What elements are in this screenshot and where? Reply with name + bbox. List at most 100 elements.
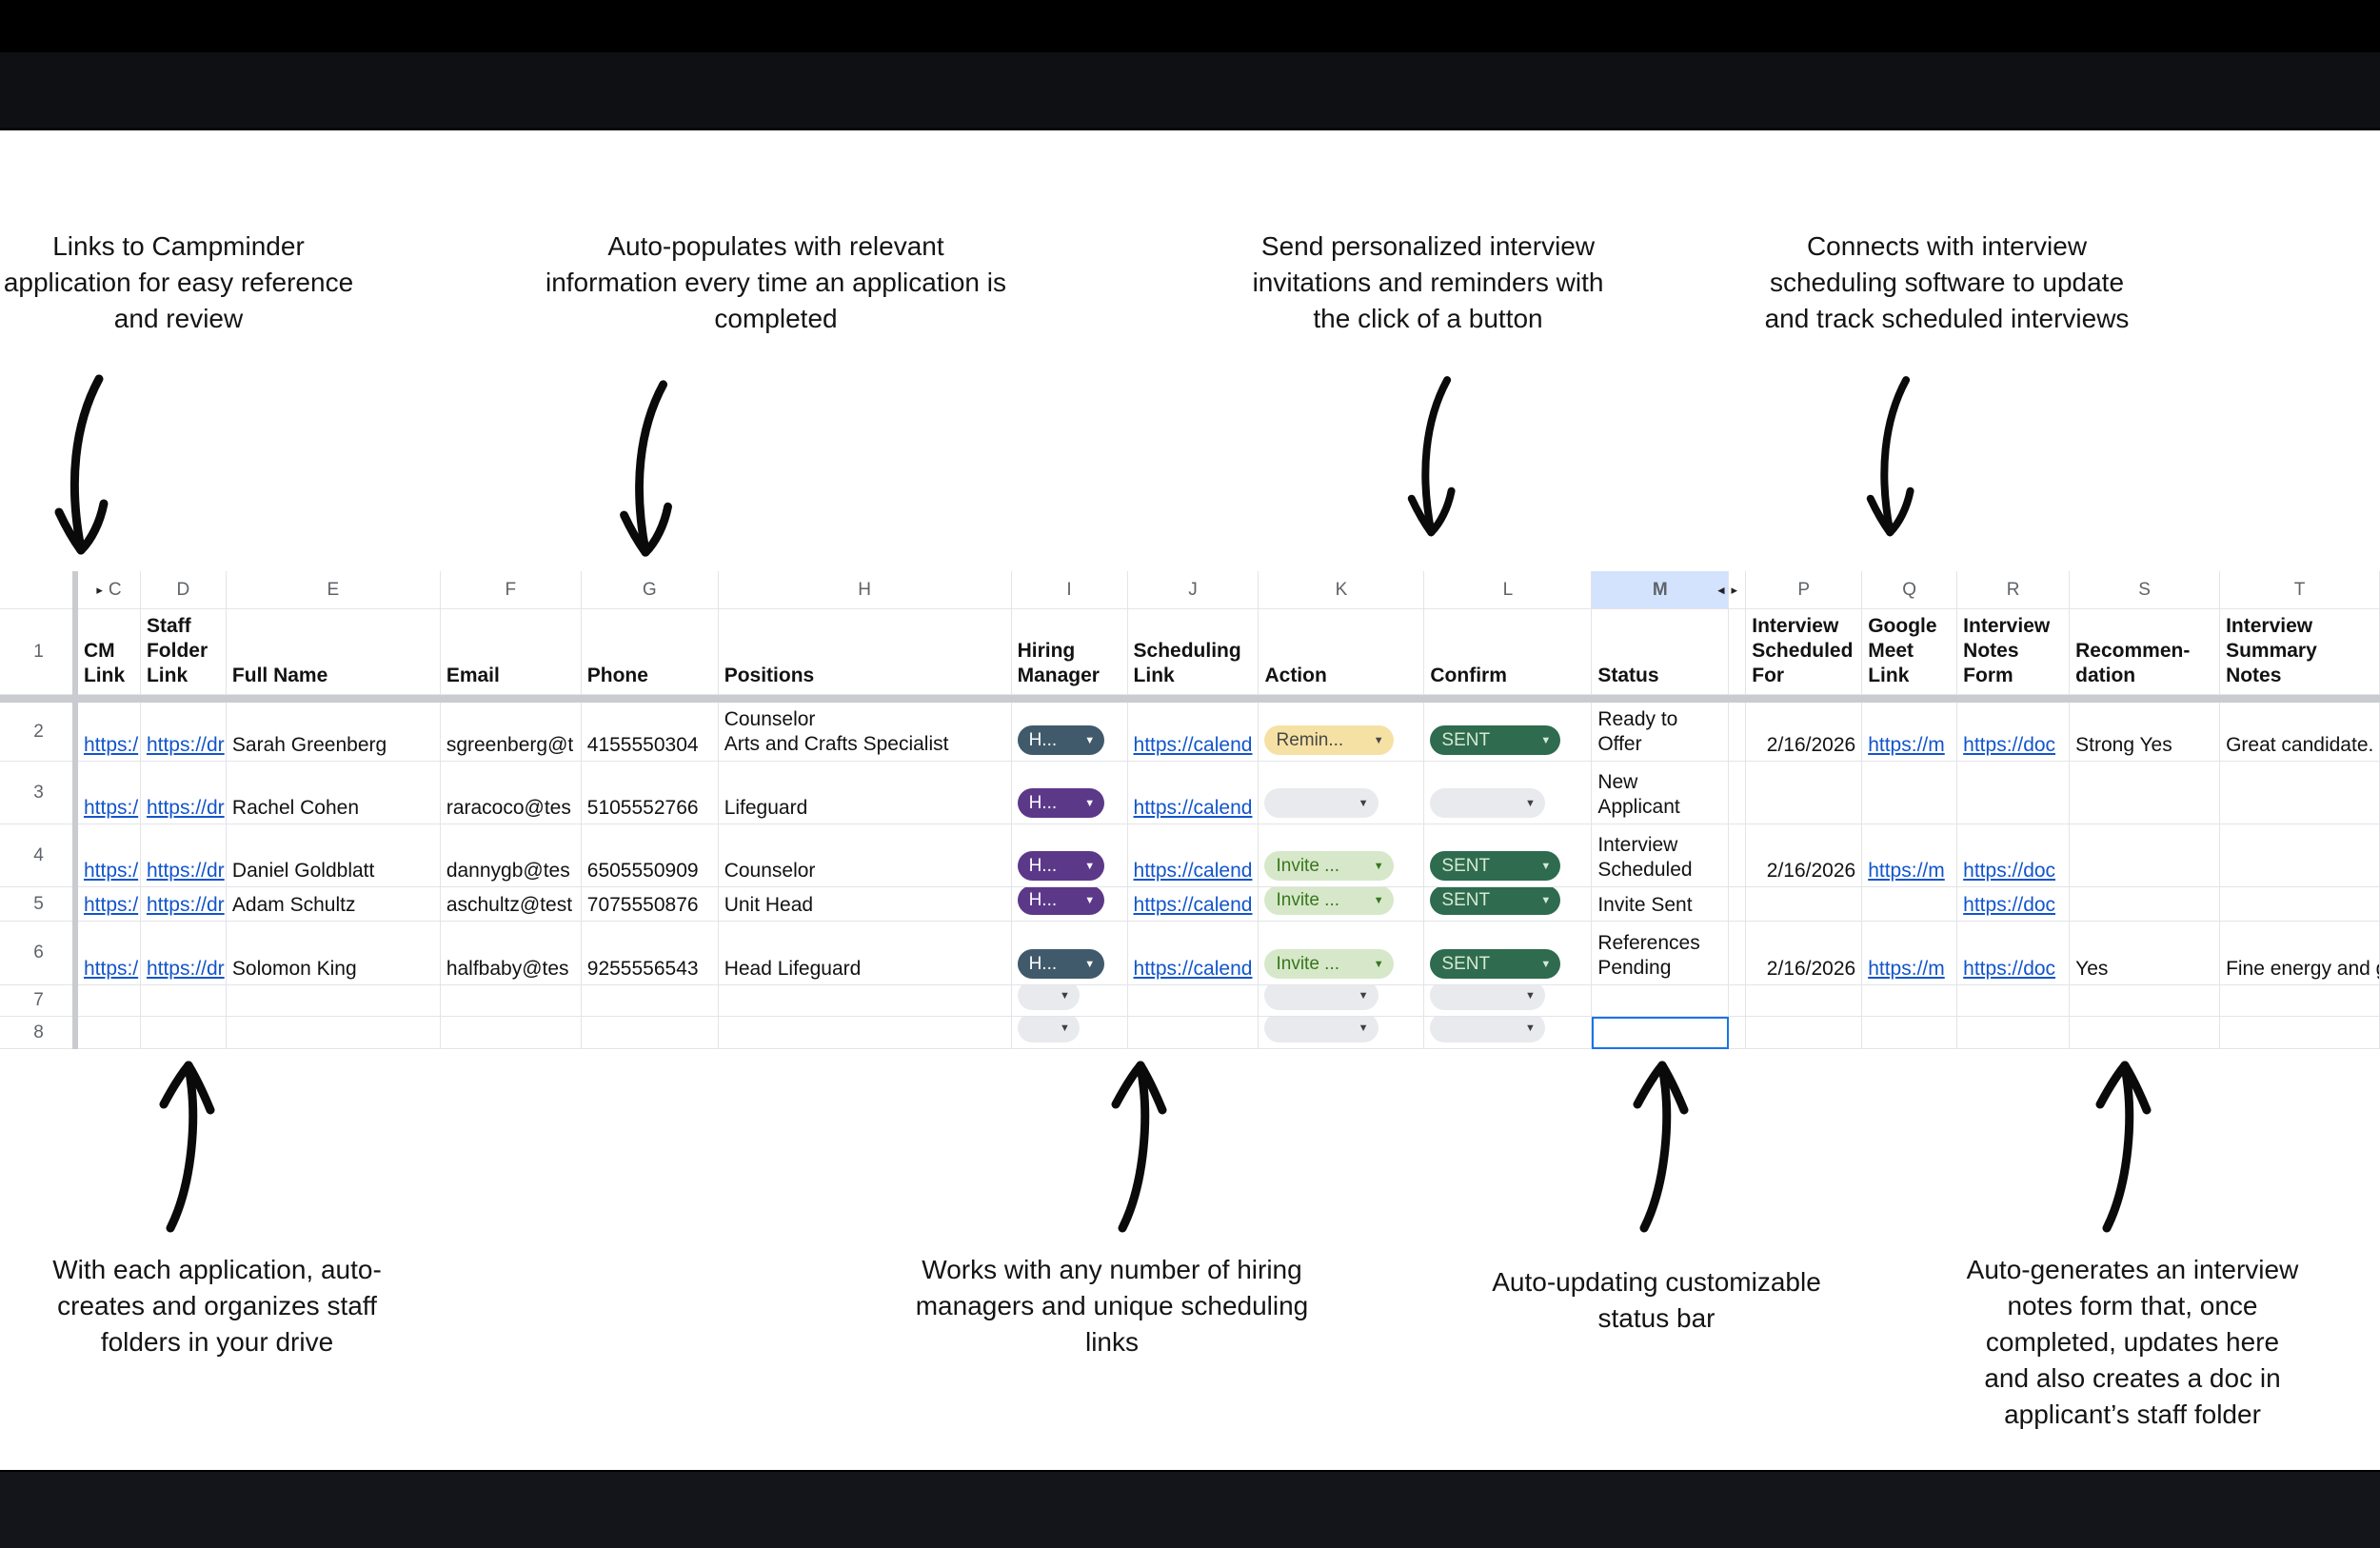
cell-M6[interactable]: References Pending (1592, 922, 1730, 985)
cell-link[interactable]: https://calend (1133, 894, 1253, 916)
empty-dropdown-chip[interactable]: ▼ (1430, 985, 1545, 1010)
cell-NO4[interactable] (1729, 824, 1747, 887)
cell-G6[interactable]: 9255556543 (581, 922, 719, 985)
cell-E7[interactable] (226, 985, 441, 1017)
cell-E6[interactable]: Solomon King (226, 922, 441, 985)
column-header-J[interactable]: J (1127, 571, 1259, 609)
cell-R4[interactable]: https://doc (1957, 824, 2071, 887)
cell-C4[interactable]: https:/ (77, 824, 141, 887)
column-header-G[interactable]: G (581, 571, 719, 609)
cell-H2[interactable]: Counselor Arts and Crafts Specialist (718, 703, 1012, 762)
column-header-K[interactable]: K (1259, 571, 1425, 609)
column-header-E[interactable]: E (226, 571, 441, 609)
cell-D2[interactable]: https://dr (140, 703, 227, 762)
empty-dropdown-chip[interactable]: ▼ (1430, 788, 1545, 818)
column-header-M[interactable]: M◂ (1592, 571, 1730, 609)
column-title-E[interactable]: Full Name (226, 609, 441, 695)
cell-C5[interactable]: https:/ (77, 887, 141, 922)
cell-S5[interactable] (2070, 887, 2221, 922)
cell-link[interactable]: https:/ (83, 734, 139, 756)
column-title-P[interactable]: Interview Scheduled For (1746, 609, 1863, 695)
cell-K3[interactable]: ▼ (1259, 762, 1425, 824)
column-header-S[interactable]: S (2070, 571, 2221, 609)
cell-D8[interactable] (140, 1017, 227, 1049)
cell-L7[interactable]: ▼ (1424, 985, 1593, 1017)
cell-L4[interactable]: SENT▼ (1424, 824, 1593, 887)
cell-NO8[interactable] (1729, 1017, 1747, 1049)
row-header-2[interactable]: 2 (0, 703, 78, 762)
cell-D3[interactable]: https://dr (140, 762, 227, 824)
cell-R7[interactable] (1957, 985, 2071, 1017)
cell-J8[interactable] (1127, 1017, 1259, 1049)
cell-C2[interactable]: https:/ (77, 703, 141, 762)
column-title-Q[interactable]: Google Meet Link (1862, 609, 1958, 695)
cell-D7[interactable] (140, 985, 227, 1017)
cell-link[interactable]: https:/ (83, 797, 139, 819)
cell-P5[interactable] (1746, 887, 1863, 922)
cell-H3[interactable]: Lifeguard (718, 762, 1012, 824)
cell-D5[interactable]: https://dr (140, 887, 227, 922)
column-header-I[interactable]: I (1011, 571, 1128, 609)
cell-link[interactable]: https://dr (146, 797, 225, 819)
column-title-C[interactable]: CM Link (77, 609, 141, 695)
column-header-R[interactable]: R (1957, 571, 2071, 609)
cell-K4[interactable]: Invite ...▼ (1259, 824, 1425, 887)
cell-R3[interactable] (1957, 762, 2071, 824)
cell-F5[interactable]: aschultz@test (440, 887, 582, 922)
cell-link[interactable]: https://doc (1963, 734, 2056, 756)
cell-S3[interactable] (2070, 762, 2221, 824)
hidden-columns-gap[interactable]: ▸ (1729, 571, 1747, 609)
cell-link[interactable]: https://dr (146, 894, 225, 916)
cell-C3[interactable]: https:/ (77, 762, 141, 824)
cell-S4[interactable] (2070, 824, 2221, 887)
cell-E5[interactable]: Adam Schultz (226, 887, 441, 922)
cell-M3[interactable]: New Applicant (1592, 762, 1730, 824)
cell-H5[interactable]: Unit Head (718, 887, 1012, 922)
cell-H4[interactable]: Counselor (718, 824, 1012, 887)
column-title-F[interactable]: Email (440, 609, 582, 695)
row-header-8[interactable]: 8 (0, 1017, 78, 1049)
cell-Q6[interactable]: https://m (1862, 922, 1958, 985)
cell-K5[interactable]: Invite ...▼ (1259, 887, 1425, 922)
row-header-6[interactable]: 6 (0, 922, 78, 985)
cell-T2[interactable]: Great candidate. L (2220, 703, 2380, 762)
column-title-H[interactable]: Positions (718, 609, 1012, 695)
hm-purple-chip[interactable]: H...▼ (1017, 851, 1105, 881)
cell-G3[interactable]: 5105552766 (581, 762, 719, 824)
cell-link[interactable]: https:/ (83, 894, 139, 916)
column-title-T[interactable]: Interview Summary Notes (2220, 609, 2380, 695)
cell-F2[interactable]: sgreenberg@t (440, 703, 582, 762)
cell-Q5[interactable] (1862, 887, 1958, 922)
cell-E3[interactable]: Rachel Cohen (226, 762, 441, 824)
cell-link[interactable]: https://calend (1133, 860, 1253, 882)
cell-link[interactable]: https://dr (146, 860, 225, 882)
action-invite-chip[interactable]: Invite ...▼ (1264, 851, 1394, 881)
cell-G5[interactable]: 7075550876 (581, 887, 719, 922)
cell-C8[interactable] (77, 1017, 141, 1049)
cell-S7[interactable] (2070, 985, 2221, 1017)
confirm-sent-chip[interactable]: SENT▼ (1430, 725, 1561, 755)
action-invite-chip[interactable]: Invite ...▼ (1264, 949, 1394, 979)
cell-P2[interactable]: 2/16/2026 (1746, 703, 1863, 762)
row-header-7[interactable]: 7 (0, 985, 78, 1017)
cell-NO6[interactable] (1729, 922, 1747, 985)
column-title-L[interactable]: Confirm (1424, 609, 1593, 695)
cell-T4[interactable] (2220, 824, 2380, 887)
cell-I7[interactable]: ▼ (1011, 985, 1128, 1017)
hm-slate-chip[interactable]: H...▼ (1017, 949, 1105, 979)
cell-link[interactable]: https://calend (1133, 734, 1253, 756)
cell-E4[interactable]: Daniel Goldblatt (226, 824, 441, 887)
cell-link[interactable]: https:/ (83, 958, 139, 980)
cell-link[interactable]: https://doc (1963, 958, 2056, 980)
cell-L2[interactable]: SENT▼ (1424, 703, 1593, 762)
cell-L8[interactable]: ▼ (1424, 1017, 1593, 1049)
cell-R8[interactable] (1957, 1017, 2071, 1049)
cell-S6[interactable]: Yes (2070, 922, 2221, 985)
row-header-4[interactable]: 4 (0, 824, 78, 887)
cell-P4[interactable]: 2/16/2026 (1746, 824, 1863, 887)
cell-H7[interactable] (718, 985, 1012, 1017)
cell-J2[interactable]: https://calend (1127, 703, 1259, 762)
cell-link[interactable]: https://calend (1133, 958, 1253, 980)
cell-link[interactable]: https://calend (1133, 797, 1253, 819)
column-header-Q[interactable]: Q (1862, 571, 1958, 609)
